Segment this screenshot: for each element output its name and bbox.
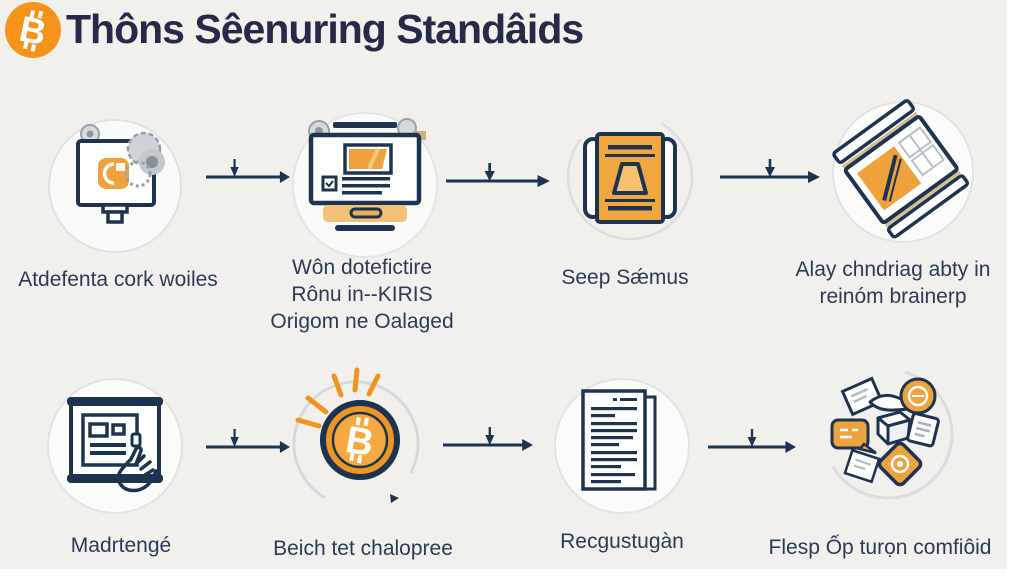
flow-arrow-icon — [720, 156, 820, 184]
bottom-edge-highlight — [0, 569, 1024, 576]
caption-line: Recgustugàn — [560, 530, 684, 553]
browser-window-icon — [285, 105, 445, 265]
flow-arrow-icon — [206, 156, 290, 184]
flow-arrow-icon — [443, 424, 533, 452]
caption-line: Seep Sǽmus — [561, 266, 689, 289]
caption-line: Flesp Ốp turọn comfiôid — [768, 536, 992, 559]
step-caption: Atdefenta cork woiles — [0, 266, 268, 293]
scattered-items-icon — [808, 360, 968, 520]
caption-line: Wôn dotefictire — [291, 256, 433, 279]
bitcoin-logo-icon: B — [4, 1, 62, 59]
step-caption: Seep Sǽmus — [475, 264, 775, 291]
step-caption: Flesp Ốp turọn comfiôid — [730, 534, 1024, 561]
caption-line: Alay chndriag abty in — [795, 258, 991, 281]
step-caption: Recgustugàn — [472, 528, 772, 555]
caption-line: reinóm brainerp — [819, 285, 967, 308]
caption-line: Origom ne Oalaged — [270, 310, 454, 333]
step-caption: Wôn dotefictire Rônu in--KIRIS Origom ne… — [212, 254, 512, 335]
flow-arrow-icon — [206, 426, 290, 454]
flow-arrow-icon — [708, 426, 796, 454]
step-caption: Madrtengé — [0, 532, 271, 559]
flow-arrow-icon — [446, 160, 550, 188]
board-hand-icon — [40, 373, 190, 523]
caption-line: Madrtengé — [70, 534, 172, 557]
tilted-documents-icon — [823, 96, 983, 256]
page-title: Thôns Sêenuring Standâids — [66, 6, 584, 52]
caption-line: Rônu in--KIRIS — [291, 283, 433, 306]
book-lock-icon — [555, 107, 705, 257]
bitcoin-coin-icon: B — [282, 362, 442, 522]
step-caption: Beich tet chalopree — [213, 535, 513, 562]
computer-gears-icon — [40, 111, 190, 261]
right-edge-highlight — [1007, 0, 1024, 576]
caption-line: Beich tet chalopree — [273, 537, 453, 560]
step-caption: Alay chndriag abty in reinóm brainerp — [743, 256, 1024, 310]
document-lines-icon — [547, 373, 697, 523]
caption-line: Atdefenta cork woiles — [18, 268, 218, 291]
